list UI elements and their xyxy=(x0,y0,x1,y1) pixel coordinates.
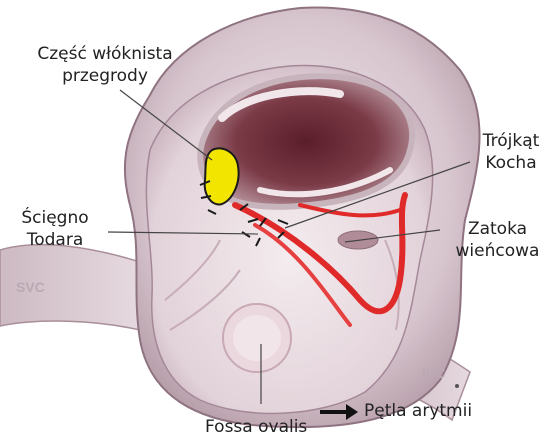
coronary-sinus-label: Zatoka wieńcowa xyxy=(445,218,550,262)
fibrous-septum-label: Część włóknista przegrody xyxy=(30,43,180,87)
koch-triangle-label: Trójkąt Kocha xyxy=(472,130,550,174)
ivc-label: IVC xyxy=(422,365,445,381)
fossa-ovalis-label: Fossa ovalis xyxy=(205,416,307,438)
arrhythmia-loop-label: Pętla arytmii xyxy=(364,400,472,422)
svc-label: SVC xyxy=(16,279,45,295)
tendon-todaro-label: Ścięgno Todara xyxy=(5,207,105,251)
